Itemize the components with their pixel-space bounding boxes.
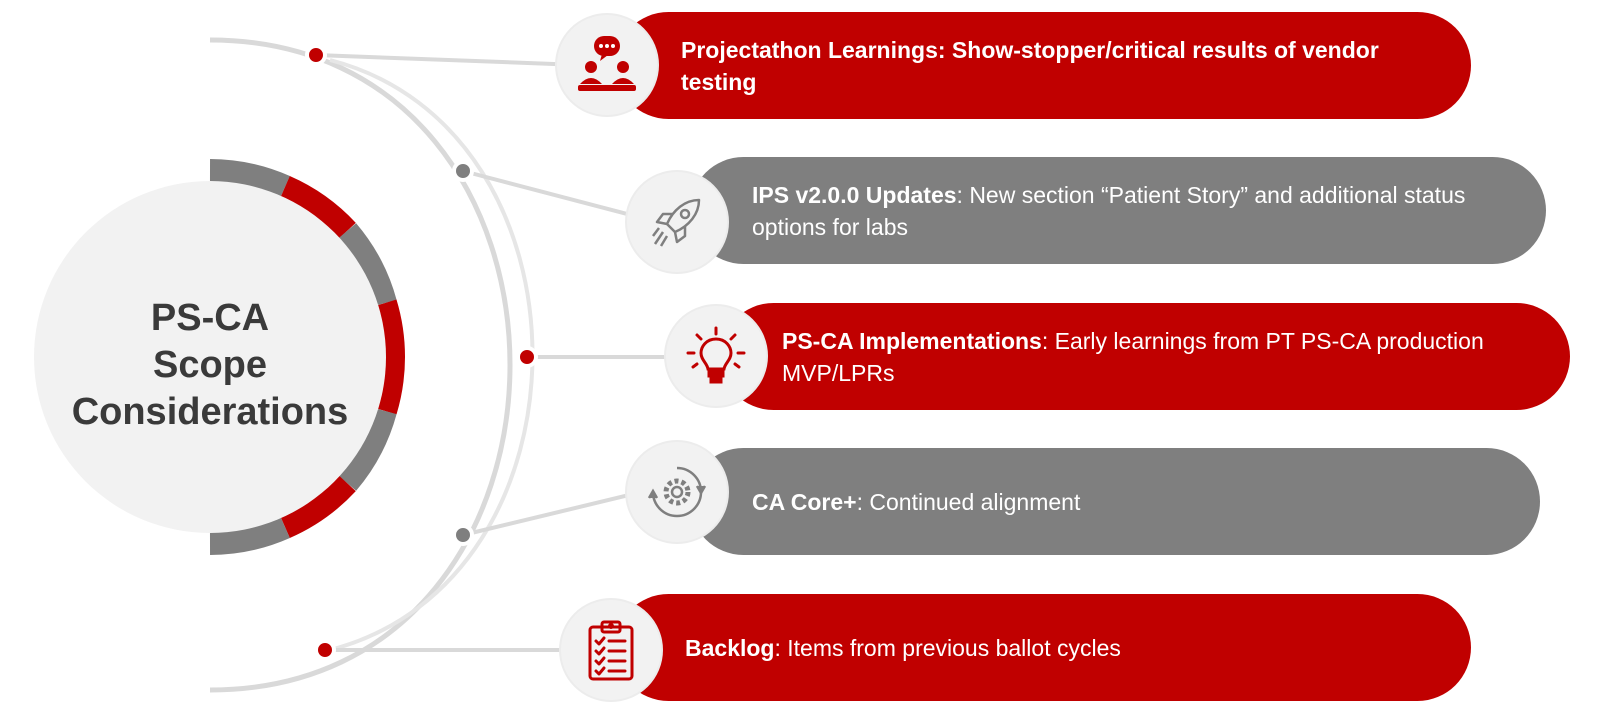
gear-cycle-icon xyxy=(627,442,727,542)
item-4-text: : Continued alignment xyxy=(856,488,1081,515)
node-dot-4 xyxy=(452,524,474,546)
connector-line-2 xyxy=(462,169,651,222)
people-discussion-icon xyxy=(557,15,657,115)
rocket-icon xyxy=(627,172,727,272)
lightbulb-icon xyxy=(666,306,766,406)
ring-segment-3 xyxy=(337,223,397,307)
item-5-bold: Backlog xyxy=(685,634,775,661)
item-2-text: : New section “Patient Story” and additi… xyxy=(752,181,1466,240)
ring-segment-1 xyxy=(209,159,290,199)
node-dot-1 xyxy=(305,44,327,66)
node-dot-3 xyxy=(516,346,538,368)
connector-line-1 xyxy=(315,53,581,67)
center-title-line-3: Considerations xyxy=(71,391,349,433)
ring-segment-7 xyxy=(209,515,290,555)
segmented-ring xyxy=(209,159,406,555)
item-pill-ca-core: CA Core+: Continued alignment xyxy=(690,448,1540,555)
node-dot-5 xyxy=(314,639,336,661)
item-2-bold: IPS v2.0.0 Updates xyxy=(752,181,957,208)
item-3-text: : Early learnings from PT PS-CA producti… xyxy=(782,327,1484,386)
center-circle xyxy=(34,181,386,533)
clipboard-checklist-icon xyxy=(561,600,661,700)
center-title-line-1: PS-CA xyxy=(150,297,270,339)
item-pill-backlog: Backlog: Items from previous ballot cycl… xyxy=(615,594,1471,701)
center-title-line-2: Scope xyxy=(152,344,268,386)
item-pill-ips-updates: IPS v2.0.0 Updates: New section “Patient… xyxy=(690,157,1546,264)
item-1-bold: Projectathon Learnings: Show-stopper/cri… xyxy=(681,36,1379,95)
item-pill-projectathon: Projectathon Learnings: Show-stopper/cri… xyxy=(615,12,1471,119)
item-5-text: : Items from previous ballot cycles xyxy=(774,634,1121,661)
ring-segment-2 xyxy=(279,176,356,240)
node-dot-2 xyxy=(452,160,474,182)
connector-line-4 xyxy=(462,488,651,537)
ring-segment-6 xyxy=(279,474,356,538)
item-3-bold: PS-CA Implementations xyxy=(782,327,1042,354)
ring-segment-4 xyxy=(373,299,406,415)
center-title: PS-CA Scope Considerations xyxy=(55,295,365,436)
item-4-bold: CA Core+ xyxy=(752,488,857,515)
ring-segment-5 xyxy=(337,407,397,491)
item-pill-psca-implementations: PS-CA Implementations: Early learnings f… xyxy=(720,303,1570,410)
